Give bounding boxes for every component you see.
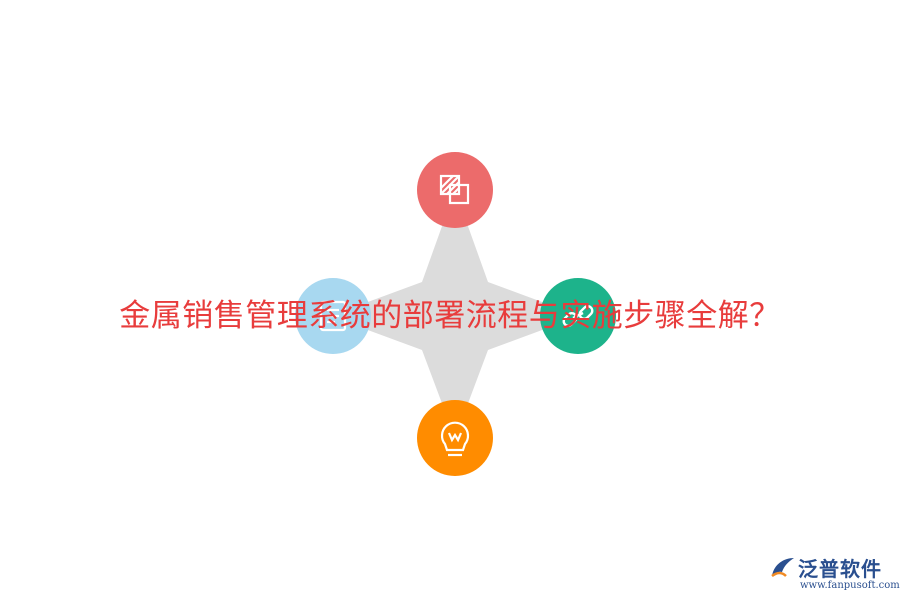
page-title: 金属销售管理系统的部署流程与实施步骤全解？ — [119, 298, 781, 334]
brand-url: www.fanpusoft.com — [800, 580, 900, 591]
node-top-circle — [417, 152, 493, 228]
brand-name: 泛普软件 — [798, 557, 882, 581]
stacked-squares-icon — [439, 174, 470, 205]
node-bottom-circle — [417, 400, 493, 476]
node-right — [540, 278, 616, 354]
star-connector — [330, 190, 580, 438]
lightbulb-icon — [440, 421, 470, 457]
brand-logo: 泛普软件 www.fanpusoft.com — [768, 550, 900, 596]
brand-mark-icon — [771, 558, 794, 578]
node-bottom — [417, 400, 493, 476]
document-icon — [319, 300, 347, 332]
node-top — [417, 152, 493, 228]
link-icon — [562, 305, 594, 327]
node-left — [295, 278, 371, 354]
